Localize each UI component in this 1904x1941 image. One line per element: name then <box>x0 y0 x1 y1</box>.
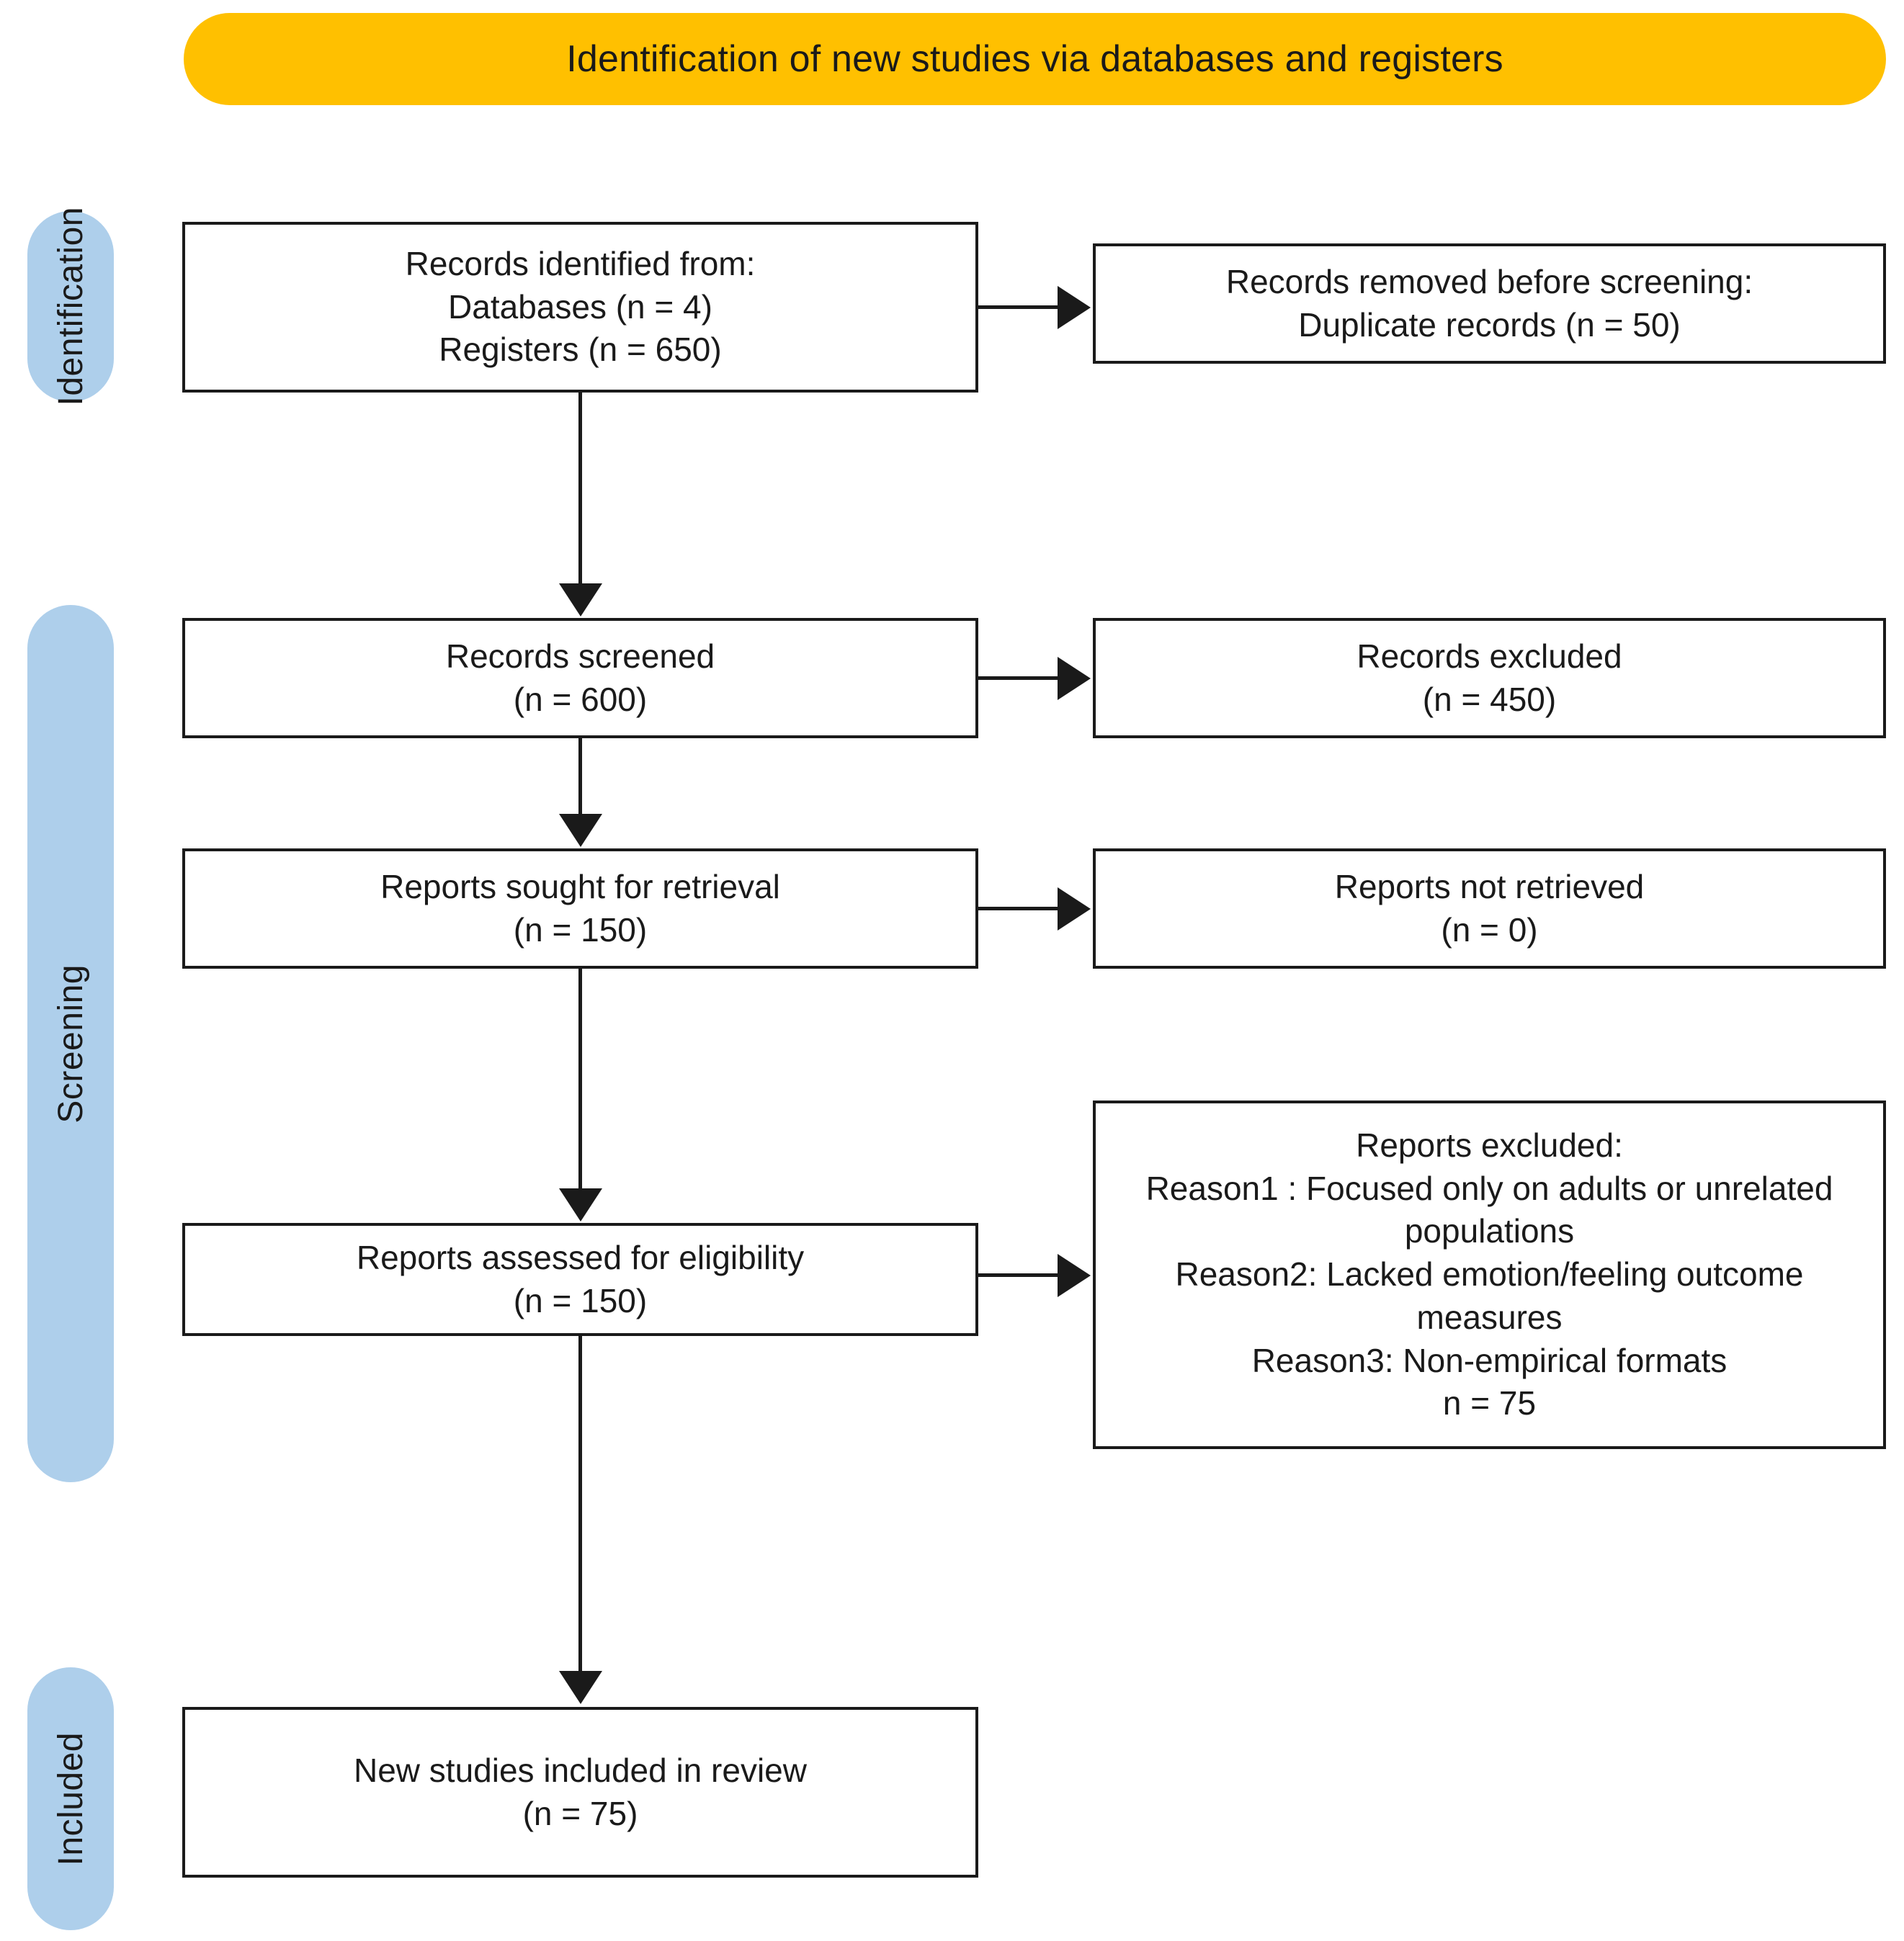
box-new-studies-included: New studies included in review (n = 75) <box>182 1707 978 1878</box>
box-records-excluded: Records excluded (n = 450) <box>1093 618 1886 738</box>
box-reports-excluded-with-reasons: Reports excluded: Reason1 : Focused only… <box>1093 1101 1886 1449</box>
diagram-header-banner: Identification of new studies via databa… <box>184 13 1886 105</box>
reports-assessed-line-2: (n = 150) <box>513 1281 648 1319</box>
box-reports-sought-text: Reports sought for retrieval (n = 150) <box>370 866 790 952</box>
stage-label-identification-text: Identification <box>51 207 90 406</box>
box-records-screened: Records screened (n = 600) <box>182 618 978 738</box>
arrow-sought-to-notretrieved-head-icon <box>1058 887 1091 931</box>
reports-excluded-count: n = 75 <box>1442 1384 1537 1422</box>
stage-label-included-text: Included <box>51 1731 90 1866</box>
box-records-identified-text: Records identified from: Databases (n = … <box>395 243 766 372</box>
arrow-screened-to-sought-line <box>578 738 582 816</box>
box-records-excluded-text: Records excluded (n = 450) <box>1346 635 1632 722</box>
arrow-identified-to-removed-head-icon <box>1058 286 1091 329</box>
records-identified-line-3: Registers (n = 650) <box>439 331 722 369</box>
arrow-identified-to-screened-head-icon <box>559 583 602 617</box>
arrow-identified-to-screened-line <box>578 393 582 586</box>
box-reports-assessed-text: Reports assessed for eligibility (n = 15… <box>347 1237 814 1323</box>
arrow-eligibility-to-included-head-icon <box>559 1671 602 1704</box>
stage-label-screening-text: Screening <box>51 964 90 1124</box>
new-studies-included-line-2: (n = 75) <box>522 1794 638 1832</box>
records-screened-line-2: (n = 600) <box>513 680 648 718</box>
box-reports-not-retrieved-text: Reports not retrieved (n = 0) <box>1325 866 1655 952</box>
reports-excluded-reason-2: Reason2: Lacked emotion/feeling outcome … <box>1175 1255 1804 1336</box>
reports-sought-line-1: Reports sought for retrieval <box>380 867 780 905</box>
records-identified-line-1: Records identified from: <box>405 244 756 282</box>
records-removed-line-1: Records removed before screening: <box>1225 262 1753 300</box>
arrow-sought-to-eligibility-head-icon <box>559 1188 602 1221</box>
records-excluded-line-1: Records excluded <box>1357 637 1622 675</box>
arrow-eligibility-to-reportsexcluded-head-icon <box>1058 1254 1091 1297</box>
reports-not-retrieved-line-2: (n = 0) <box>1441 910 1538 949</box>
arrow-screened-to-sought-head-icon <box>559 814 602 847</box>
arrow-eligibility-to-included-line <box>578 1336 582 1673</box>
box-records-screened-text: Records screened (n = 600) <box>436 635 725 722</box>
stage-label-screening: Screening <box>27 605 114 1482</box>
records-removed-line-2: Duplicate records (n = 50) <box>1298 305 1681 344</box>
new-studies-included-line-1: New studies included in review <box>354 1751 807 1789</box>
box-records-identified: Records identified from: Databases (n = … <box>182 222 978 393</box>
box-reports-sought-for-retrieval: Reports sought for retrieval (n = 150) <box>182 848 978 969</box>
arrow-sought-to-eligibility-line <box>578 969 582 1191</box>
reports-assessed-line-1: Reports assessed for eligibility <box>356 1238 805 1276</box>
box-records-removed-before-screening: Records removed before screening: Duplic… <box>1093 243 1886 364</box>
box-reports-assessed-for-eligibility: Reports assessed for eligibility (n = 15… <box>182 1223 978 1336</box>
records-screened-line-1: Records screened <box>445 637 715 675</box>
stage-label-included: Included <box>27 1667 114 1930</box>
box-reports-excluded-text: Reports excluded: Reason1 : Focused only… <box>1096 1124 1883 1426</box>
box-reports-not-retrieved: Reports not retrieved (n = 0) <box>1093 848 1886 969</box>
records-identified-line-2: Databases (n = 4) <box>448 287 712 326</box>
reports-not-retrieved-line-1: Reports not retrieved <box>1334 867 1645 905</box>
reports-excluded-line-1: Reports excluded: <box>1356 1126 1623 1164</box>
diagram-title: Identification of new studies via databa… <box>566 38 1503 80</box>
box-new-studies-included-text: New studies included in review (n = 75) <box>344 1749 817 1836</box>
reports-excluded-reason-1: Reason1 : Focused only on adults or unre… <box>1145 1169 1833 1250</box>
arrow-sought-to-notretrieved-line <box>978 907 1060 910</box>
reports-excluded-reason-3: Reason3: Non-empirical formats <box>1251 1341 1728 1379</box>
arrow-identified-to-removed-line <box>978 305 1060 309</box>
stage-label-identification: Identification <box>27 207 114 406</box>
records-excluded-line-2: (n = 450) <box>1422 680 1557 718</box>
reports-sought-line-2: (n = 150) <box>513 910 648 949</box>
arrow-screened-to-excluded-head-icon <box>1058 657 1091 700</box>
arrow-eligibility-to-reportsexcluded-line <box>978 1273 1060 1277</box>
arrow-screened-to-excluded-line <box>978 676 1060 680</box>
box-records-removed-text: Records removed before screening: Duplic… <box>1216 261 1763 347</box>
